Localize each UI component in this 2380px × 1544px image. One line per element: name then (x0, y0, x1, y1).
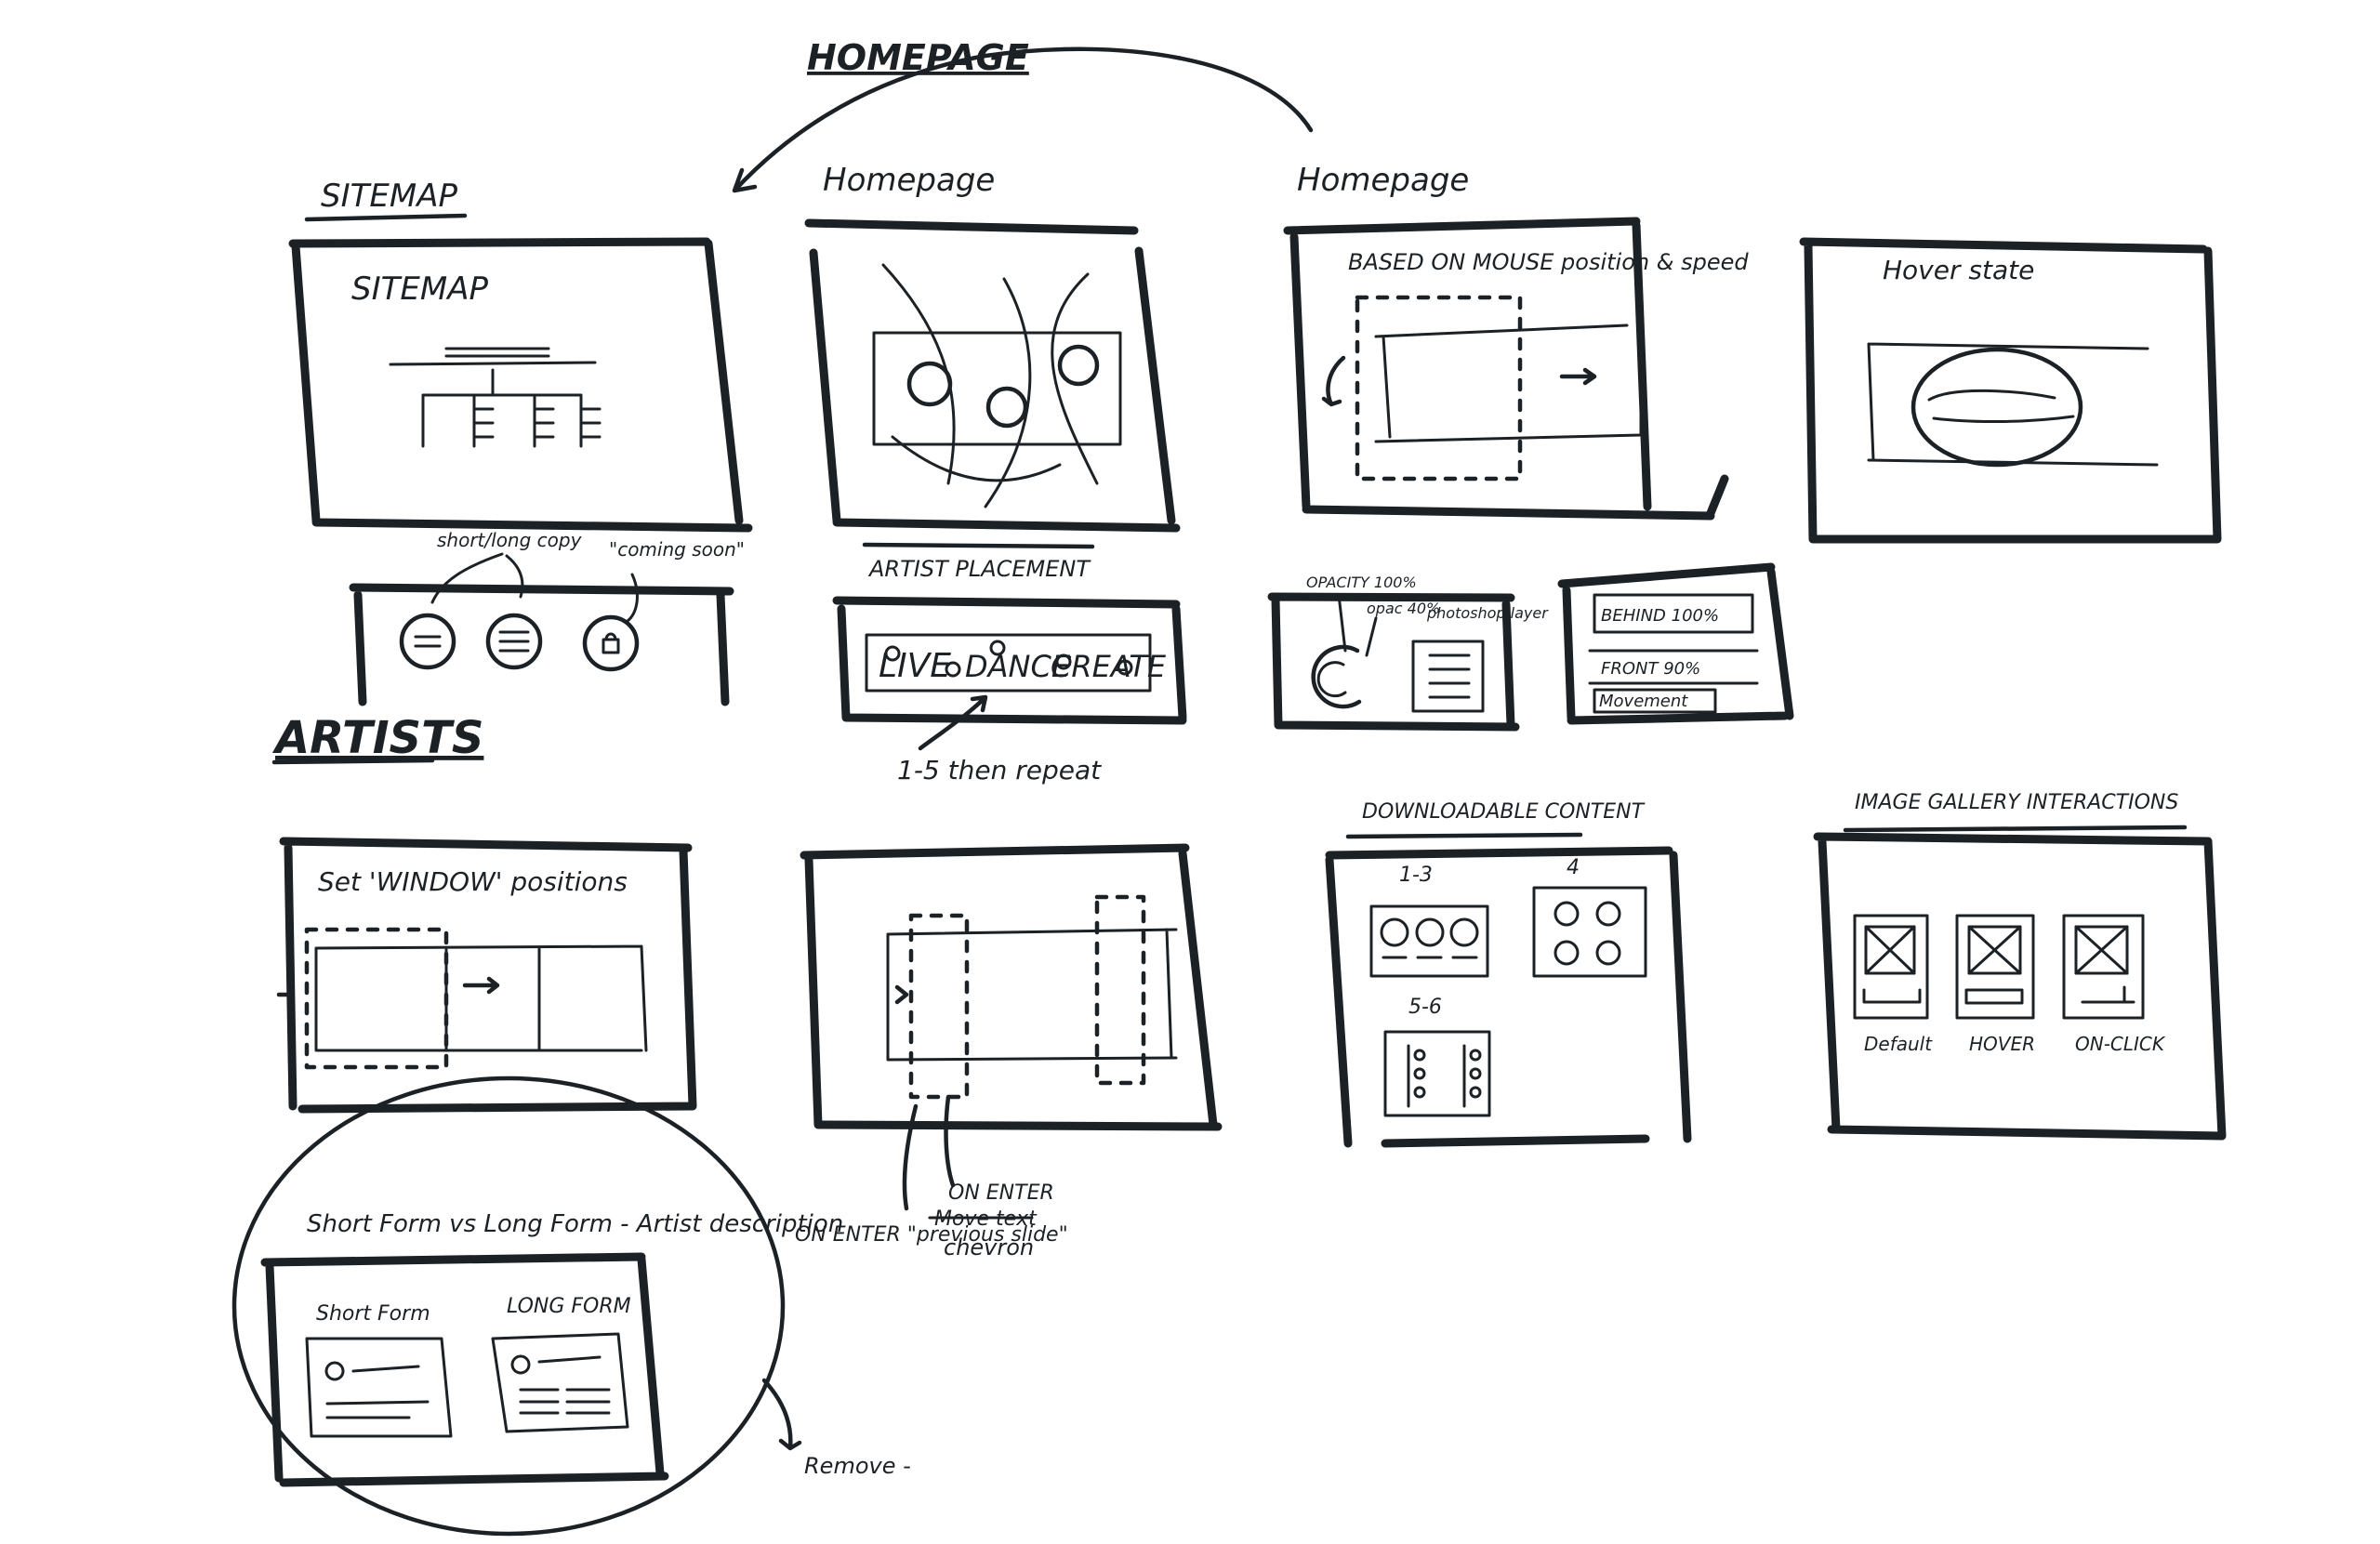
note-on-enter-chevron-a: ON ENTER (948, 1181, 1054, 1205)
group-1-3-label: 1-3 (1399, 864, 1433, 887)
gallery-state-hover: HOVER (1969, 1033, 2035, 1055)
artist-placement-panel: ARTIST PLACEMENT LIVE DANCE CREATE 1-5 t… (837, 545, 1183, 785)
artist-placement-title: ARTIST PLACEMENT (867, 556, 1091, 582)
layer-row-behind: BEHIND 100% (1601, 606, 1719, 626)
frame-window-positions: Set 'WINDOW' positions (279, 841, 693, 1109)
frame-hover-state: Hover state (1804, 242, 2217, 539)
remove-note: Remove - (804, 1453, 911, 1479)
opacity-panel: OPACITY 100% opac 40% photoshop layer (1272, 574, 1549, 727)
sitemap-nav-panel: short/long copy "coming soon" (353, 529, 745, 702)
frame-mouse-position: BASED ON MOUSE position & speed (1288, 221, 1749, 516)
sitemap-heading: SITEMAP (321, 178, 457, 215)
gallery-title: IMAGE GALLERY INTERACTIONS (1855, 791, 2178, 814)
placement-note: 1-5 then repeat (897, 755, 1102, 785)
layers-panel: BEHIND 100% FRONT 90% Movement (1562, 567, 1790, 720)
gallery-state-onclick: ON-CLICK (2075, 1033, 2166, 1055)
opacity-label-100: OPACITY 100% (1306, 574, 1417, 591)
frame-artist-slider (804, 848, 1218, 1208)
downloadable-title: DOWNLOADABLE CONTENT (1362, 800, 1646, 824)
note-chevron: chevron (944, 1234, 1034, 1260)
frame-sitemap: SITEMAP (293, 242, 748, 528)
layer-row-movement: Movement (1599, 692, 1688, 711)
photoshop-layer-label: photoshop layer (1426, 604, 1549, 622)
gallery-state-default: Default (1864, 1033, 1933, 1055)
frame-mouse-note: BASED ON MOUSE position & speed (1348, 249, 1749, 275)
note-short-long-copy: short/long copy (437, 529, 583, 551)
forms-title: Short Form vs Long Form - Artist descrip… (307, 1210, 843, 1238)
col3-homepage-label: Homepage (1297, 162, 1469, 199)
layer-row-front: FRONT 90% (1601, 659, 1700, 679)
col2-homepage-label: Homepage (823, 162, 995, 199)
artists-heading: ARTISTS (271, 712, 483, 764)
short-form-label: Short Form (316, 1302, 430, 1326)
image-gallery-panel: IMAGE GALLERY INTERACTIONS Default HOVER… (1818, 791, 2222, 1136)
frame-homepage-lines (809, 223, 1176, 528)
window-positions-title: Set 'WINDOW' positions (318, 866, 628, 897)
placement-word-live: LIVE (879, 647, 951, 685)
group-4-label: 4 (1567, 856, 1580, 879)
long-form-label: LONG FORM (507, 1295, 631, 1318)
group-5-6-label: 5-6 (1408, 996, 1442, 1019)
frame-sitemap-title: SITEMAP (351, 271, 488, 308)
frame-hover-label: Hover state (1883, 255, 2034, 285)
note-coming-soon: "coming soon" (609, 538, 745, 561)
downloadable-content-panel: DOWNLOADABLE CONTENT 1-3 4 5-6 (1329, 800, 1687, 1143)
short-long-form-panel: Short Form vs Long Form - Artist descrip… (234, 1078, 911, 1534)
